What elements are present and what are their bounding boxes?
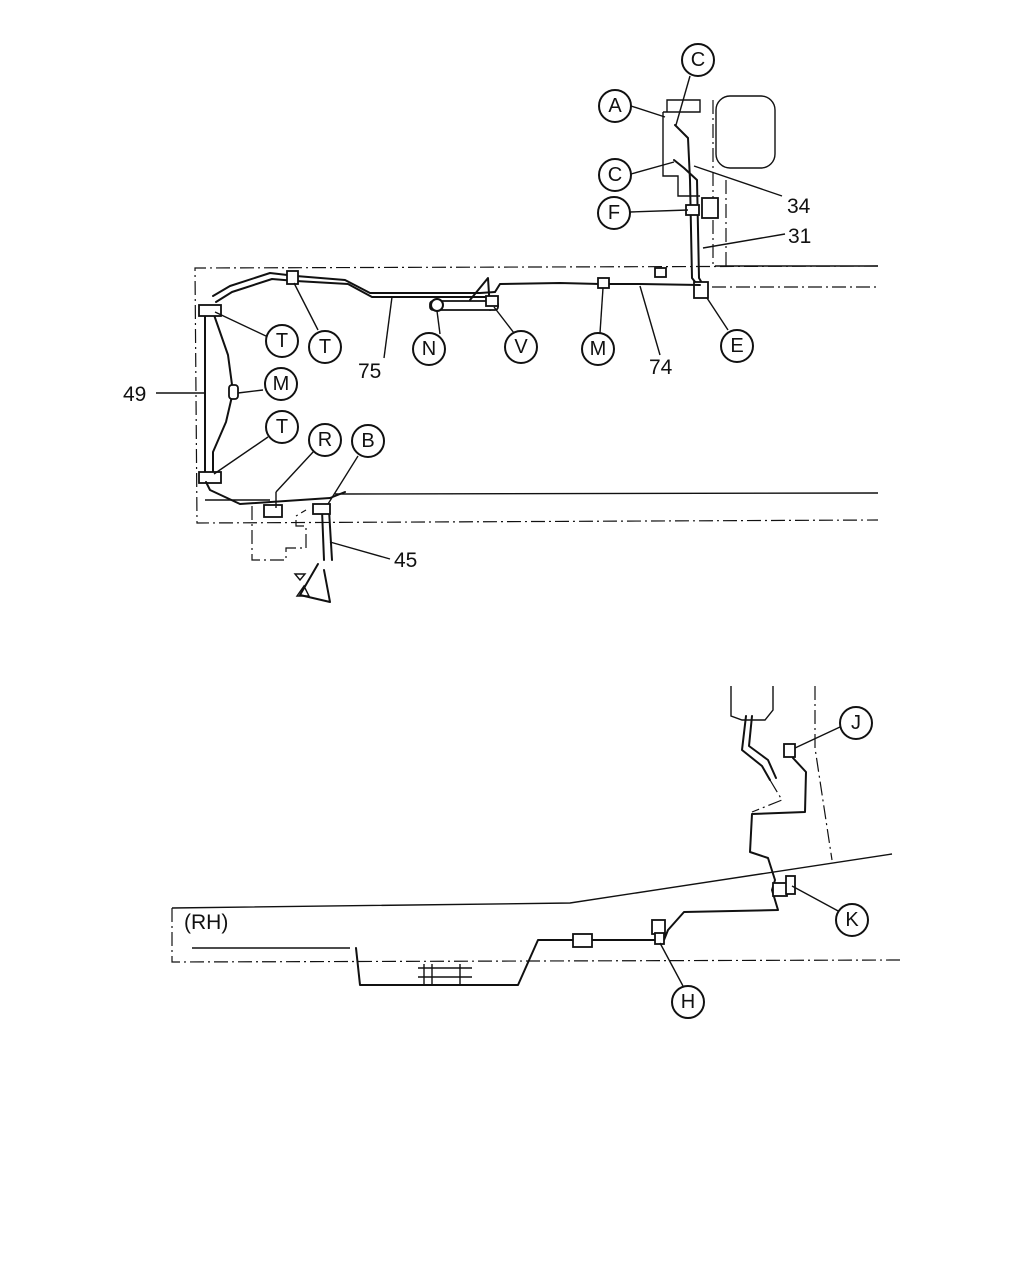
clip-m-upper — [597, 277, 610, 289]
callout-h: H — [671, 985, 705, 1019]
rh-clip-j — [783, 743, 796, 758]
callout-n: N — [412, 332, 446, 366]
clip-m-left — [228, 384, 239, 400]
rh-brake-pipe-dashed — [751, 779, 783, 813]
callout-a-label: A — [608, 95, 622, 117]
part-number-45: 45 — [394, 549, 417, 572]
brake-pipe-49-inner — [212, 311, 234, 477]
part-number-34: 34 — [787, 195, 811, 218]
part-number-31: 31 — [788, 225, 811, 248]
top-view: C A C F E T T T M M N V R B 34 31 75 74 … — [123, 43, 879, 603]
rh-clip-h-bolt — [654, 932, 665, 945]
callout-k-label: K — [845, 909, 859, 931]
callout-j-label: J — [851, 712, 861, 734]
clip-t-upper-left — [198, 304, 222, 317]
callout-r-label: R — [318, 429, 332, 451]
rh-pipe-j — [741, 715, 771, 781]
clip-r — [263, 504, 283, 518]
lower-bracket-housing — [251, 506, 307, 561]
clip-t-upper — [286, 270, 299, 285]
callout-j: J — [839, 706, 873, 740]
callout-c-upper: C — [681, 43, 715, 77]
rh-clip-k — [772, 882, 788, 897]
rh-reservoir-side — [814, 686, 833, 861]
rh-frame-top — [171, 853, 893, 909]
callout-t-1: T — [265, 324, 299, 358]
frame-rail-outline — [194, 265, 879, 524]
part-number-75: 75 — [358, 360, 381, 383]
rh-frame-outline — [171, 908, 901, 963]
callout-m-right: M — [581, 332, 615, 366]
leader-lines-bottom — [659, 726, 841, 987]
callout-k: K — [835, 903, 869, 937]
callout-f-label: F — [608, 202, 620, 224]
callout-c-lower: C — [598, 158, 632, 192]
frame-crossmember-line — [334, 492, 879, 495]
callout-m-left: M — [264, 367, 298, 401]
clip-t-lower-left — [198, 471, 222, 484]
junction-e — [693, 281, 709, 299]
valve-n-fitting — [430, 298, 444, 312]
valve-v-cap — [485, 295, 499, 307]
callout-h-label: H — [681, 991, 695, 1013]
callout-t-2: T — [308, 330, 342, 364]
side-label-rh: (RH) — [184, 911, 228, 934]
callout-a: A — [598, 89, 632, 123]
leader-lines-top — [156, 75, 786, 560]
master-cylinder-body — [662, 99, 701, 197]
rh-bracket-plate — [418, 964, 472, 986]
rh-clip-k-body — [785, 875, 796, 895]
callout-m-left-label: M — [273, 373, 290, 395]
brake-pipe-lower — [205, 481, 346, 505]
brake-pipe-45 — [321, 509, 333, 561]
callout-b: B — [351, 424, 385, 458]
callout-n-label: N — [422, 338, 436, 360]
callout-f: F — [597, 196, 631, 230]
lower-marker-1 — [293, 573, 307, 582]
brake-pipe-75 — [212, 272, 496, 297]
rh-brake-pipe — [355, 757, 807, 986]
callout-r: R — [308, 423, 342, 457]
part-number-49: 49 — [123, 383, 146, 406]
rh-clip-mid — [572, 933, 593, 948]
lower-bracket-arm — [299, 563, 331, 603]
mount-bracket-lines — [712, 100, 727, 266]
clip-b — [312, 503, 331, 515]
brake-pipe-74 — [494, 282, 701, 293]
brake-pipe-75-b — [215, 278, 491, 303]
callout-t-2-label: T — [319, 336, 331, 358]
callout-c-upper-label: C — [691, 49, 705, 71]
callout-t-1-label: T — [276, 330, 288, 352]
reservoir-tank — [715, 95, 776, 169]
callout-v-label: V — [514, 336, 528, 358]
callout-e: E — [720, 329, 754, 363]
callout-v: V — [504, 330, 538, 364]
rh-clip-h — [651, 919, 666, 935]
bottom-view-rh: J K H (RH) — [171, 686, 901, 1019]
bracket-f — [701, 197, 719, 219]
part-number-74: 74 — [649, 356, 673, 379]
lower-marker-2 — [295, 584, 311, 597]
callout-m-right-label: M — [590, 338, 607, 360]
callout-e-label: E — [730, 335, 743, 357]
callout-t-3-label: T — [276, 416, 288, 438]
callout-b-label: B — [361, 430, 374, 452]
rh-pipe-j-2 — [748, 715, 777, 779]
rh-reservoir-outline — [730, 686, 774, 721]
callout-t-3: T — [265, 410, 299, 444]
callout-c-lower-label: C — [608, 164, 622, 186]
small-clip-upper — [654, 267, 667, 278]
